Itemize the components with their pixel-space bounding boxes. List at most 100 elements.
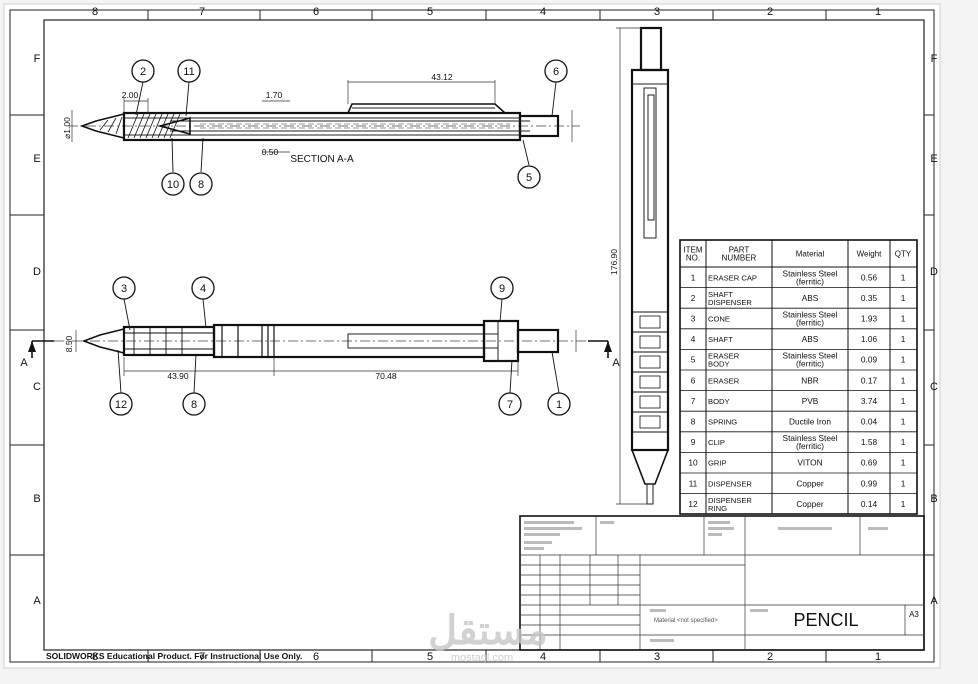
bom-item-no: 3 [691, 314, 696, 324]
bom-item-no: 1 [691, 272, 696, 282]
balloon-2-section [131, 59, 155, 83]
bom-material: Copper [796, 478, 823, 488]
bom-part-number: DISPENSER [708, 479, 752, 488]
bom-qty: 1 [901, 314, 906, 324]
zone-left-B: B [33, 493, 40, 505]
bom-material: VITON [797, 458, 822, 468]
zone-top-2: 2 [767, 6, 773, 18]
bom-qty: 1 [901, 293, 906, 303]
bom-material: Stainless Steel(ferritic) [783, 310, 838, 328]
dim-1-70: 1.70 [266, 90, 283, 100]
balloon-8-side-label: 8 [191, 399, 197, 411]
zone-bottom-1: 1 [875, 651, 881, 663]
zone-top-1: 1 [875, 6, 881, 18]
balloon-1-side [547, 392, 571, 416]
balloon-10-section [161, 172, 185, 196]
bom-item-no: 4 [691, 334, 696, 344]
dim-43-12: 43.12 [431, 72, 453, 82]
bom-qty: 1 [901, 375, 906, 385]
bom-qty: 1 [901, 458, 906, 468]
dim-70-48: 70.48 [375, 371, 397, 381]
dim-diameter-1: ⌀1.00 [62, 117, 72, 139]
zone-ticks [10, 10, 934, 662]
balloon-1-label: 1 [556, 399, 562, 411]
zone-top-3: 3 [654, 6, 660, 18]
section-label: SECTION A-A [290, 154, 354, 165]
bom-material: ABS [802, 334, 819, 344]
balloon-4-label: 4 [200, 283, 206, 295]
side-view: A A 43.90 70.48 [20, 276, 620, 416]
bom-item-no: 7 [691, 396, 696, 406]
bom-item-no: 12 [688, 499, 698, 509]
bom-header-qty: QTY [895, 250, 912, 259]
bom-material: PVB [802, 396, 819, 406]
balloon-2-label: 2 [140, 66, 146, 78]
outer-border [9, 9, 935, 663]
bom-item-no: 8 [691, 417, 696, 427]
bom-qty: 1 [901, 355, 906, 365]
bom-part-number: GRIP [708, 459, 727, 468]
balloon-9-side [490, 276, 514, 300]
balloon-5-section [517, 165, 541, 189]
zone-bottom-8: 8 [92, 651, 98, 663]
watermark: مستقل mostaql.com [428, 609, 548, 664]
title-block-fine-print [524, 521, 888, 642]
zone-left-A: A [33, 595, 41, 607]
zone-top-4: 4 [540, 6, 546, 18]
balloon-6-label: 6 [553, 66, 559, 78]
zone-left-E: E [33, 153, 40, 165]
bom-qty: 1 [901, 272, 906, 282]
zone-bottom-5: 5 [427, 651, 433, 663]
bom-weight: 0.99 [861, 478, 878, 488]
zone-bottom-2: 2 [767, 651, 773, 663]
balloon-8-side [182, 392, 206, 416]
bom-qty: 1 [901, 396, 906, 406]
material-note: Material <not specified> [654, 618, 718, 624]
bom-part-number: ERASER [708, 376, 740, 385]
bom-part-number: BODY [708, 397, 730, 406]
section-view: 43.12 2.00 1.70 0.50 ⌀1.00 SECTION A-A 2… [62, 59, 580, 196]
bom-item-no: 9 [691, 437, 696, 447]
zone-right-B: B [930, 493, 937, 505]
bom-weight: 1.06 [861, 334, 878, 344]
zone-bottom-3: 3 [654, 651, 660, 663]
balloon-7-label: 7 [507, 399, 513, 411]
balloon-11-section [177, 59, 201, 83]
bom-material: Stainless Steel(ferritic) [783, 351, 838, 369]
watermark-url: mostaql.com [451, 652, 513, 664]
zone-left-C: C [33, 381, 41, 393]
bom-weight: 0.56 [861, 272, 878, 282]
balloon-11-label: 11 [183, 66, 194, 78]
bom-material: Ductile Iron [789, 417, 831, 427]
zone-right-C: C [930, 381, 938, 393]
zone-top-7: 7 [199, 6, 205, 18]
bom-item-no: 6 [691, 375, 696, 385]
watermark-arabic: مستقل [428, 609, 548, 653]
zone-right-E: E [930, 153, 937, 165]
zone-top-6: 6 [313, 6, 319, 18]
zone-left-F: F [34, 53, 41, 65]
dim-43-90: 43.90 [167, 371, 189, 381]
section-arrow-right-label: A [612, 357, 620, 369]
educational-notice: SOLIDWORKS Educational Product. For Inst… [46, 651, 302, 661]
dim-overall-length: 176.90 [609, 249, 619, 275]
balloon-7-side [498, 392, 522, 416]
title-block: Material <not specified> PENCIL A3 [519, 515, 925, 651]
bom-material: Copper [796, 499, 823, 509]
bom-item-no: 11 [689, 478, 698, 488]
drawing-title: PENCIL [793, 610, 858, 630]
balloon-10-label: 10 [167, 179, 179, 191]
bom-weight: 0.69 [861, 458, 878, 468]
zone-top-8: 8 [92, 6, 98, 18]
balloon-3-side [112, 276, 136, 300]
bom-qty: 1 [901, 478, 906, 488]
zone-right-A: A [930, 595, 938, 607]
bom-part-number: ERASER CAP [708, 273, 757, 282]
bom-item-no: 2 [691, 293, 696, 303]
bom-weight: 0.35 [861, 293, 878, 303]
sheet-size: A3 [909, 610, 919, 619]
